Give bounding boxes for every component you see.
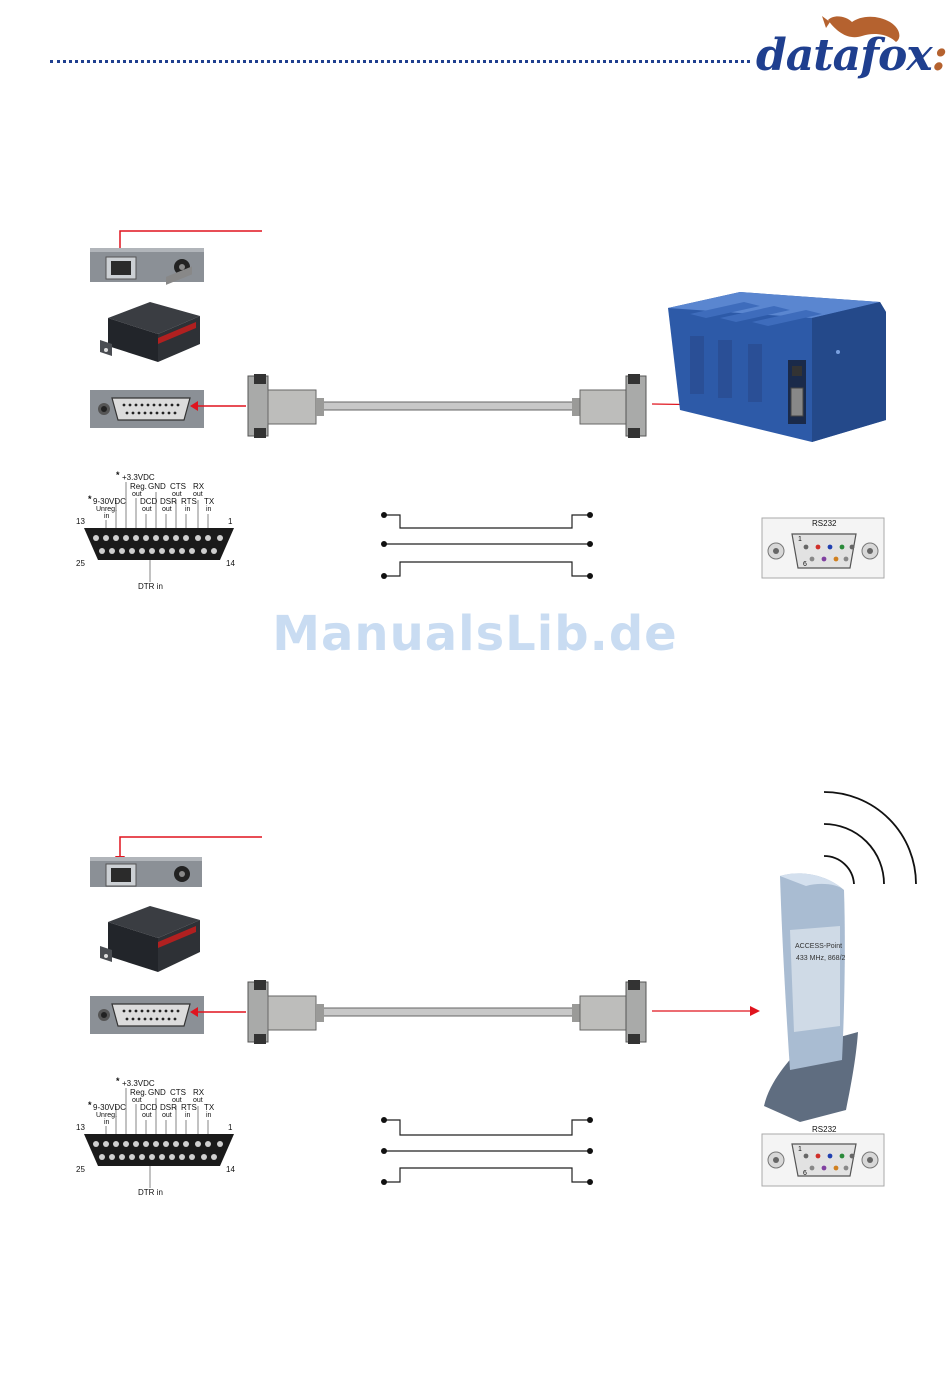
star-marker-930: * bbox=[88, 1100, 92, 1110]
device-server-photo bbox=[100, 906, 200, 972]
label-pin-25: 25 bbox=[76, 1165, 85, 1174]
connection-diagram-1: * +3.3VDC Reg. out GND CTS out RX out * … bbox=[0, 210, 950, 610]
label-dcd: DCD bbox=[140, 497, 158, 506]
star-marker-33: * bbox=[116, 470, 120, 480]
rs232-pin-6: 6 bbox=[803, 1170, 807, 1177]
label-tx: TX bbox=[204, 1103, 215, 1112]
access-point-label-1: ACCESS-Point bbox=[795, 943, 842, 950]
label-dcd-out: out bbox=[142, 1112, 152, 1119]
label-dtr: DTR in bbox=[138, 1188, 163, 1197]
label-rts-in: in bbox=[185, 506, 191, 513]
label-dsr: DSR bbox=[160, 1103, 177, 1112]
device-server-lan-panel bbox=[90, 248, 204, 282]
rs232-pin-6: 6 bbox=[803, 561, 807, 568]
star-marker-930: * bbox=[88, 494, 92, 504]
label-unreg: Unreg. bbox=[96, 1112, 117, 1119]
diagram-section-terminal: * +3.3VDC Reg. out GND CTS out RX out * … bbox=[0, 210, 950, 610]
label-dcd-out: out bbox=[142, 506, 152, 513]
label-pin-1: 1 bbox=[228, 1123, 233, 1132]
blue-terminal-device bbox=[668, 292, 886, 442]
label-tx: TX bbox=[204, 497, 215, 506]
db25-female-panel bbox=[90, 390, 204, 428]
rs232-cable bbox=[248, 374, 646, 438]
label-dsr-out: out bbox=[162, 1112, 172, 1119]
label-pin-13: 13 bbox=[76, 1123, 85, 1132]
connection-diagram-2: ACCESS-Point 433 MHz, 868/2 * +3.3VDC Re… bbox=[0, 780, 950, 1200]
label-pin-25: 25 bbox=[76, 559, 85, 568]
db25-pinout-diagram: * +3.3VDC Reg. out GND CTS out RX out * … bbox=[76, 470, 235, 591]
label-tx-in: in bbox=[206, 506, 212, 513]
label-pin-13: 13 bbox=[76, 517, 85, 526]
wiring-endpoints bbox=[381, 512, 593, 579]
label-rx: RX bbox=[193, 1088, 205, 1097]
label-cts: CTS bbox=[170, 482, 186, 491]
label-dsr-out: out bbox=[162, 506, 172, 513]
label-rts-in: in bbox=[185, 1112, 191, 1119]
header-dotted-line bbox=[50, 60, 750, 63]
rs232-label: RS232 bbox=[812, 1125, 837, 1134]
label-dsr: DSR bbox=[160, 497, 177, 506]
label-gnd: GND bbox=[148, 482, 166, 491]
rs232-pin-1: 1 bbox=[798, 536, 802, 543]
db25-female-panel bbox=[90, 996, 204, 1034]
rs232-db9-panel: RS232 1 6 bbox=[762, 1125, 884, 1186]
label-tx-in: in bbox=[206, 1112, 212, 1119]
wiring-schematic bbox=[384, 515, 590, 576]
radio-waves-icon bbox=[824, 792, 916, 884]
cable-pointer-arrowhead bbox=[750, 1006, 760, 1016]
label-3v3: +3.3VDC bbox=[122, 1079, 155, 1088]
rs232-cable bbox=[248, 980, 646, 1044]
access-point-label-2: 433 MHz, 868/2 bbox=[796, 955, 846, 962]
label-cts: CTS bbox=[170, 1088, 186, 1097]
label-unreg: Unreg. bbox=[96, 506, 117, 513]
label-reg: Reg. bbox=[130, 482, 147, 491]
lan-pointer-line bbox=[120, 837, 262, 858]
diagram-section-access-point: ACCESS-Point 433 MHz, 868/2 * +3.3VDC Re… bbox=[0, 780, 950, 1180]
label-930vdc: 9-30VDC bbox=[93, 1103, 126, 1112]
access-point-device bbox=[764, 873, 858, 1122]
star-marker-33: * bbox=[116, 1076, 120, 1086]
datafox-logo: datafox: bbox=[750, 12, 930, 82]
label-unreg-in: in bbox=[104, 513, 110, 520]
lan-pointer-line bbox=[120, 231, 262, 250]
label-rts: RTS bbox=[181, 1103, 197, 1112]
device-server-lan-panel bbox=[90, 857, 202, 887]
label-reg: Reg. bbox=[130, 1088, 147, 1097]
label-rts: RTS bbox=[181, 497, 197, 506]
label-pin-14: 14 bbox=[226, 559, 235, 568]
logo-text: datafox: bbox=[756, 30, 947, 81]
rs232-pin-1: 1 bbox=[798, 1146, 802, 1153]
label-dcd: DCD bbox=[140, 1103, 158, 1112]
label-gnd: GND bbox=[148, 1088, 166, 1097]
rs232-label: RS232 bbox=[812, 519, 837, 528]
label-unreg-in: in bbox=[104, 1119, 110, 1126]
rs232-db9-panel: RS232 1 6 bbox=[762, 518, 884, 578]
db25-pinout-diagram: * +3.3VDC Reg. out GND CTS out RX out * … bbox=[76, 1076, 235, 1197]
label-pin-1: 1 bbox=[228, 517, 233, 526]
label-pin-14: 14 bbox=[226, 1165, 235, 1174]
label-3v3: +3.3VDC bbox=[122, 473, 155, 482]
label-rx: RX bbox=[193, 482, 205, 491]
label-dtr: DTR in bbox=[138, 582, 163, 591]
watermark: ManualsLib.de bbox=[0, 606, 950, 662]
label-930vdc: 9-30VDC bbox=[93, 497, 126, 506]
wiring-schematic bbox=[384, 1120, 590, 1182]
